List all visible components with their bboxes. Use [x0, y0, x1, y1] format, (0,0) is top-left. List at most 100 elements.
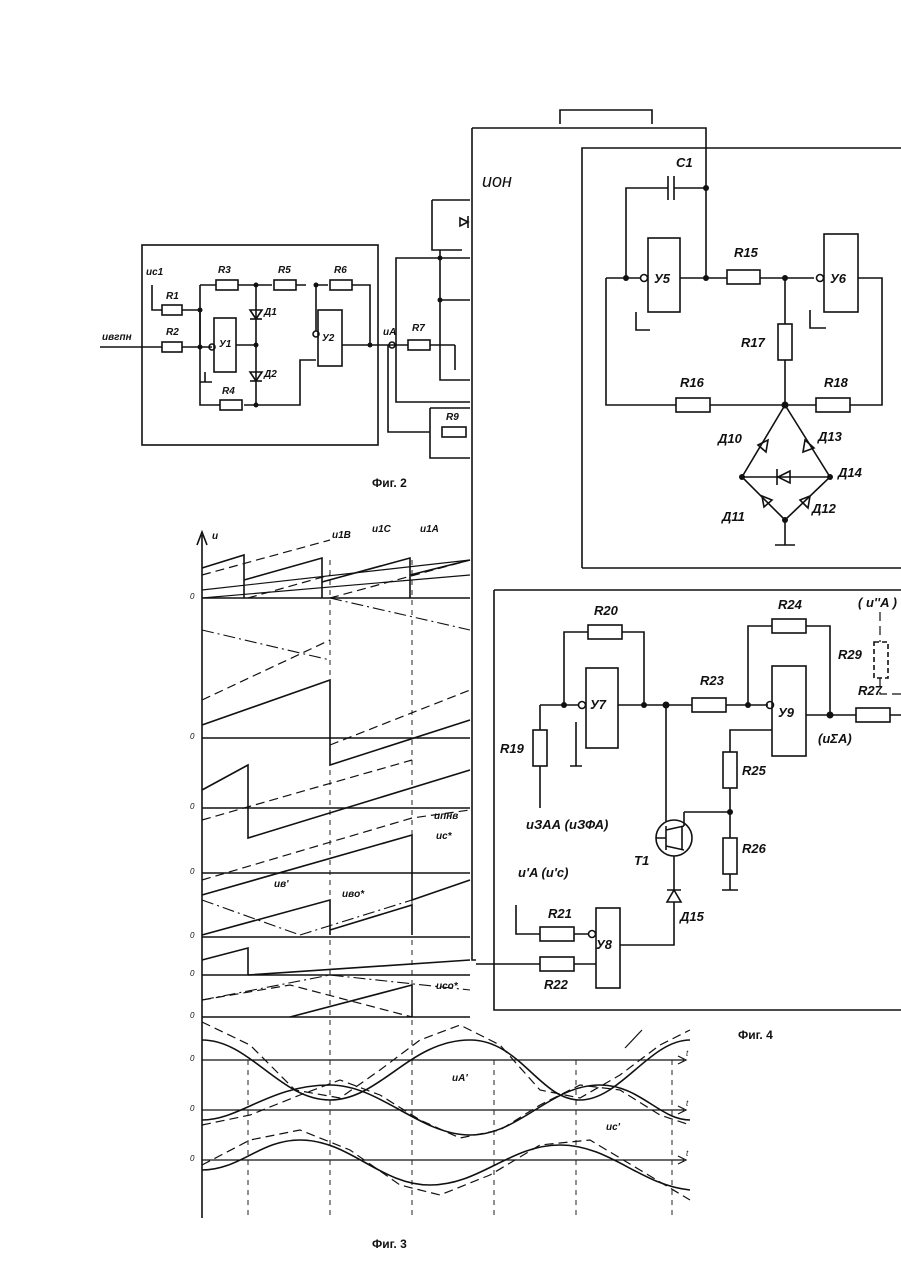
- fig4-label-y8: У8: [596, 938, 612, 951]
- fig4-label-d10: Д10: [718, 432, 742, 445]
- fig3-label-ub-prime: uв': [274, 880, 289, 890]
- fig4-label-y5: У5: [654, 272, 670, 285]
- r23-resistor: [692, 698, 726, 712]
- r9-resistor: [442, 427, 466, 437]
- fig3-label-upnb: uпнв: [434, 812, 458, 822]
- fig2-label-ubgpn: uвгпн: [102, 333, 132, 343]
- r17-resistor: [778, 324, 792, 360]
- r7-resistor: [408, 340, 430, 350]
- fig3-label-ubo-star: uвo*: [342, 890, 364, 900]
- fig2-label-y2: У2: [322, 334, 334, 344]
- fig2-label-r1: R1: [166, 292, 179, 302]
- r4-resistor: [220, 400, 242, 410]
- r22-resistor: [540, 957, 574, 971]
- fig4-caption: Фиг. 4: [738, 1028, 773, 1042]
- fig2-label-r4: R4: [222, 387, 235, 397]
- fig2-label-r2: R2: [166, 328, 179, 338]
- fig4-outer-left: [472, 128, 476, 960]
- fig3-label-uco-star: uco*: [436, 982, 458, 992]
- fig3-label-uc-prime: uc': [606, 1123, 620, 1133]
- fig4-label-r25: R25: [742, 764, 766, 777]
- r5-resistor: [274, 280, 296, 290]
- r18-resistor: [816, 398, 850, 412]
- r29-resistor: [874, 642, 888, 678]
- fig3-zero-7: 0: [190, 1012, 194, 1020]
- fig4-label-d14: Д14: [838, 466, 862, 479]
- r19-resistor: [533, 730, 547, 766]
- fig3-caption: Фиг. 3: [372, 1237, 407, 1251]
- r27-resistor: [856, 708, 890, 722]
- fig3-zero-6: 0: [190, 970, 194, 978]
- fig3-label-u: u: [212, 532, 218, 542]
- fig3-label-u1a: u1A: [420, 525, 439, 535]
- fig4-label-ua-c: u'A (u'c): [518, 866, 568, 879]
- fig4-label-r21: R21: [548, 907, 572, 920]
- fig4-label-r27: R27: [858, 684, 882, 697]
- fig4-label-uza: uЗАА (uЗФА): [526, 818, 608, 831]
- fig4-label-t1: T1: [634, 854, 649, 867]
- fig3-t-1: t: [686, 1050, 688, 1058]
- fig4-label-r29: R29: [838, 648, 862, 661]
- fig4-label-r22: R22: [544, 978, 568, 991]
- fig4-label-y7: У7: [590, 698, 606, 711]
- fig2-label-r6: R6: [334, 266, 347, 276]
- fig4-label-r17: R17: [741, 336, 765, 349]
- fig4-label-y9: У9: [778, 706, 794, 719]
- r2-resistor: [162, 342, 182, 352]
- fig3-label-uc-star: uc*: [436, 832, 452, 842]
- fig3-t-2: t: [686, 1100, 688, 1108]
- fig4-label-r19: R19: [500, 742, 524, 755]
- fig2-label-d2: Д2: [264, 370, 277, 380]
- fig4-label-d11: Д11: [722, 510, 745, 523]
- fig2-label-r9: R9: [446, 413, 459, 423]
- fig3-zero-1: 0: [190, 593, 194, 601]
- fig4-label-y6: У6: [830, 272, 846, 285]
- fig4-label-d13: Д13: [818, 430, 842, 443]
- fig4-label-c1: C1: [676, 156, 693, 169]
- fig3-t-3: t: [686, 1150, 688, 1158]
- fig4-label-d15: Д15: [680, 910, 704, 923]
- c1-capacitor: [668, 176, 674, 200]
- fig3-zero-9: 0: [190, 1105, 194, 1113]
- fig2-label-r3: R3: [218, 266, 231, 276]
- fig3-zero-8: 0: [190, 1055, 194, 1063]
- r20-resistor: [588, 625, 622, 639]
- fig4-label-d12: Д12: [812, 502, 836, 515]
- r3-resistor: [216, 280, 238, 290]
- fig3-label-u1c: u1C: [372, 525, 391, 535]
- fig4-label-usa: (uΣA): [818, 732, 852, 745]
- fig3-zero-5: 0: [190, 932, 194, 940]
- fig3-label-u1b: u1B: [332, 531, 351, 541]
- fig3-zero-4: 0: [190, 868, 194, 876]
- r26-resistor: [723, 838, 737, 874]
- d10-diode: [758, 440, 768, 452]
- r15-resistor: [727, 270, 760, 284]
- fig2-label-r7: R7: [412, 324, 425, 334]
- fig2-label-r5: R5: [278, 266, 291, 276]
- r21-resistor: [540, 927, 574, 941]
- fig4-label-r23: R23: [700, 674, 724, 687]
- r16-resistor: [676, 398, 710, 412]
- fig3-zero-3: 0: [190, 803, 194, 811]
- fig3-zero-2: 0: [190, 733, 194, 741]
- r24-resistor: [772, 619, 806, 633]
- fig2-caption: Фиг. 2: [372, 476, 407, 490]
- fig4-label-r16: R16: [680, 376, 704, 389]
- fig2-label-ua: uA: [383, 328, 396, 338]
- fig4-upper-frame: [582, 148, 901, 568]
- fig4-label-r20: R20: [594, 604, 618, 617]
- fig3-label-ua-prime: uA': [452, 1074, 468, 1084]
- fig4-title: uон: [482, 172, 512, 190]
- d15-diode: [667, 890, 681, 902]
- fig4-label-r18: R18: [824, 376, 848, 389]
- r1-resistor: [162, 305, 182, 315]
- fig2-label-d1: Д1: [264, 308, 277, 318]
- fig4-label-r24: R24: [778, 598, 802, 611]
- fig2-label-y1: У1: [219, 340, 231, 350]
- fig4-label-r15: R15: [734, 246, 758, 259]
- r25-resistor: [723, 752, 737, 788]
- fig4-label-r26: R26: [742, 842, 766, 855]
- fig2-label-uc1: uc1: [146, 268, 163, 278]
- fig3-zero-10: 0: [190, 1155, 194, 1163]
